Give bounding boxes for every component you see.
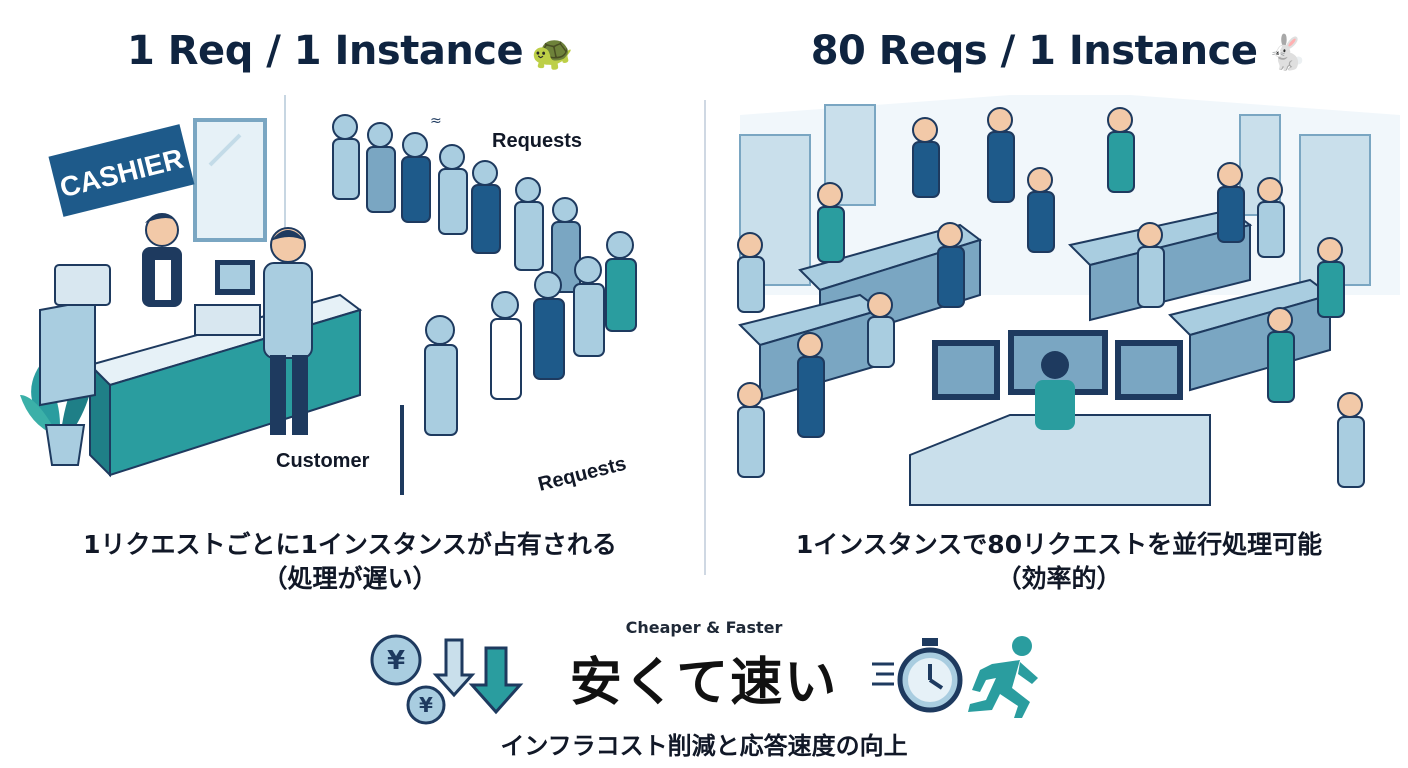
cashier-scene-illustration: CASHIER xyxy=(20,95,637,496)
subtitle-jp: インフラコスト削減と応答速度の向上 xyxy=(500,732,908,760)
svg-text:¥: ¥ xyxy=(419,693,433,717)
yen-coin-icon: ¥ xyxy=(370,634,422,686)
window-frame xyxy=(193,118,267,242)
cost-down-icon-group: ¥ ¥ xyxy=(370,634,524,725)
left-panel: 1 Req / 1 Instance🐢 CASHIER xyxy=(0,0,700,600)
left-caption-line1: 1リクエストごとに1インスタンスが占有される xyxy=(83,530,617,559)
yen-coin-icon: ¥ xyxy=(406,685,446,725)
right-title-text: 80 Reqs / 1 Instance xyxy=(810,28,1258,74)
right-title: 80 Reqs / 1 Instance🐇 xyxy=(710,28,1408,74)
left-title-text: 1 Req / 1 Instance xyxy=(127,28,524,74)
central-console xyxy=(909,330,1211,506)
right-caption-line1: 1インスタンスで80リクエストを並行処理可能 xyxy=(795,530,1323,559)
running-person-icon xyxy=(968,636,1038,718)
label-requests-bottom: Requests xyxy=(536,453,629,496)
right-panel: 80 Reqs / 1 Instance🐇 xyxy=(710,0,1408,600)
down-arrow-icon xyxy=(432,638,476,698)
right-caption-line2: （効率的） xyxy=(996,564,1122,593)
customer-person xyxy=(263,227,313,435)
staff-and-customers xyxy=(737,107,1365,488)
headline-jp: 安くて速い xyxy=(569,653,839,713)
stopwatch-icon xyxy=(872,638,963,713)
right-caption: 1インスタンスで80リクエストを並行処理可能 （効率的） xyxy=(710,528,1408,596)
cashier-person xyxy=(142,213,182,307)
down-arrow-icon xyxy=(468,646,524,715)
subtitle-en: Cheaper & Faster xyxy=(625,618,783,637)
summary-banner: Cheaper & Faster 安くて速い インフラコスト削減と応答速度の向上… xyxy=(0,600,1408,768)
svg-text:¥: ¥ xyxy=(387,646,405,676)
store-scene-illustration xyxy=(737,95,1400,506)
rabbit-icon: 🐇 xyxy=(1265,33,1308,73)
queue-people: ≈ xyxy=(332,113,637,495)
label-customer: Customer xyxy=(276,450,370,472)
left-caption-line2: （処理が遅い） xyxy=(262,564,438,593)
cashier-sign: CASHIER xyxy=(48,124,195,217)
panel-divider xyxy=(704,100,706,575)
label-requests-top: Requests xyxy=(492,130,582,152)
zzz-mark: ≈ xyxy=(430,113,442,129)
left-caption: 1リクエストごとに1インスタンスが占有される （処理が遅い） xyxy=(0,528,700,596)
turtle-icon: 🐢 xyxy=(531,33,573,73)
cash-register xyxy=(54,260,261,336)
left-title: 1 Req / 1 Instance🐢 xyxy=(0,28,700,74)
